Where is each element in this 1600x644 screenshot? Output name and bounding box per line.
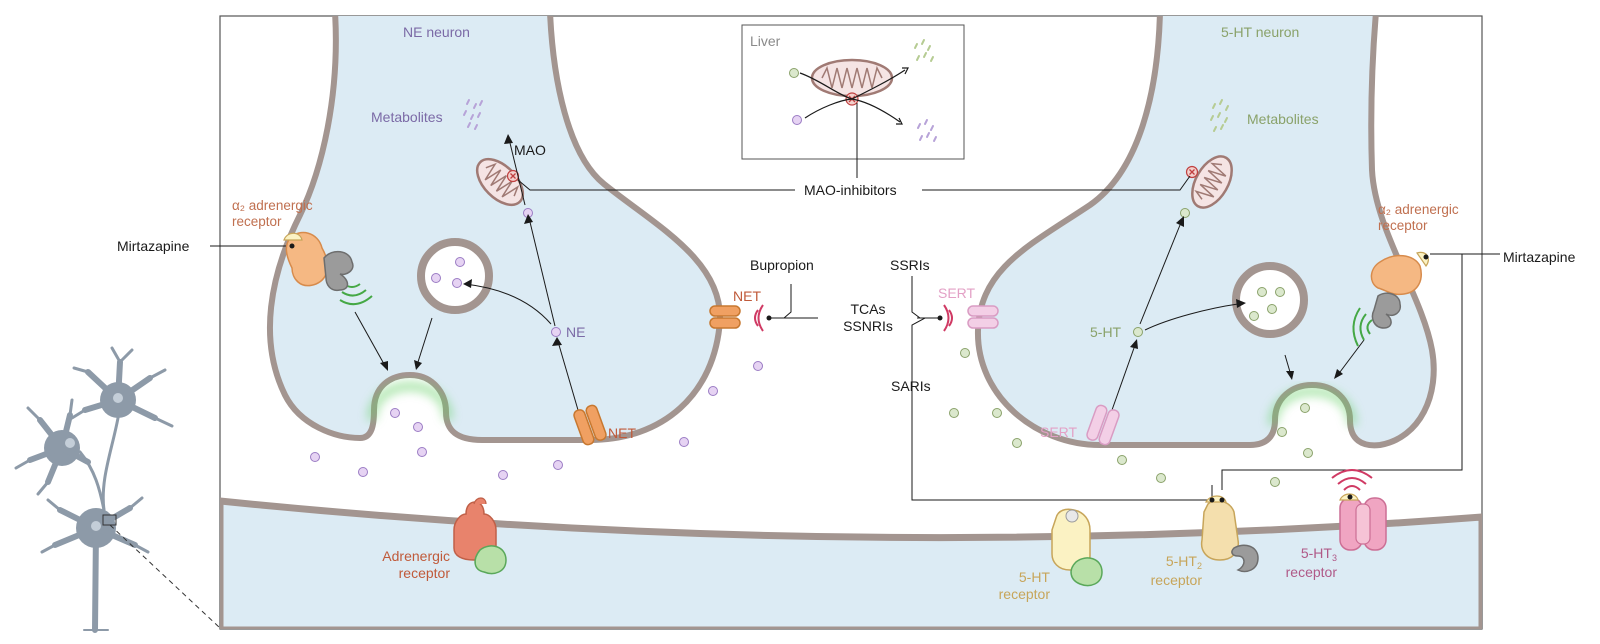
ssnris-label: SSNRIs: [843, 318, 893, 334]
zoom-line: [109, 524, 221, 629]
ht-molecules: [949, 208, 1313, 487]
liver-inset: [741, 24, 965, 160]
mirtazapine-right-label: Mirtazapine: [1503, 249, 1576, 265]
net-top-label: NET: [733, 288, 761, 304]
metabolites-ne-squiggles: [463, 99, 483, 130]
ne-neuron-label: NE neuron: [403, 24, 470, 40]
sert-transporter-top: [967, 305, 999, 329]
net-transporter-top: [709, 305, 741, 329]
alpha2-receptor-ne: [283, 231, 354, 292]
ht-receptor-label-line1: 5-HT: [1019, 569, 1051, 585]
alpha2-ht-label-line1: α₂ adrenergic: [1378, 202, 1459, 217]
alpha2-ne-label-line1: α₂ adrenergic: [232, 198, 313, 213]
sert-block-waves: [943, 304, 953, 332]
neuron-overview-illustration: [14, 346, 174, 633]
ht2-receptor-label-line2: receptor: [1151, 572, 1203, 588]
alpha2-ht-waves: [1352, 307, 1373, 347]
liver-label: Liver: [750, 33, 781, 49]
ht-neuron-label: 5-HT neuron: [1221, 24, 1299, 40]
sert-transporter-bottom: [1086, 404, 1120, 446]
ht3-receptor-label-line2: receptor: [1286, 564, 1338, 580]
mao-inhibition-mark-ne: [506, 169, 520, 183]
alpha2-ht-label-line2: receptor: [1378, 218, 1428, 233]
net-bottom-label: NET: [608, 425, 636, 441]
ht3-receptor: [1339, 493, 1387, 551]
bupropion-label: Bupropion: [750, 257, 814, 273]
sert-top-label: SERT: [938, 285, 976, 301]
alpha2-ne-label-line2: receptor: [232, 214, 282, 229]
net-block-waves: [754, 304, 764, 332]
ht2-receptor-label-line1: 5-HT2: [1166, 553, 1202, 571]
mao-inhibitors-label: MAO-inhibitors: [804, 182, 897, 198]
net-transporter-bottom: [573, 404, 607, 446]
ht-arrows: [1111, 224, 1365, 411]
ht-neuron-terminal: [974, 16, 1437, 449]
ht3-receptor-waves: [1331, 469, 1373, 491]
ne-label: NE: [566, 324, 585, 340]
mitochondrion-ht: [1191, 155, 1233, 209]
saris-label: SARIs: [891, 378, 931, 394]
mirtazapine-left-label: Mirtazapine: [117, 238, 190, 254]
tcas-label: TCAs: [851, 301, 886, 317]
metabolites-ne-label: Metabolites: [371, 109, 443, 125]
ht3-receptor-label-line1: 5-HT3: [1301, 545, 1337, 563]
release-glow-ht: [1268, 386, 1357, 426]
adrenergic-receptor-label-line1: Adrenergic: [382, 548, 450, 564]
ht-receptor-label-line2: receptor: [999, 586, 1051, 602]
ht-label: 5-HT: [1090, 324, 1122, 340]
ne-arrows: [354, 142, 579, 411]
adrenergic-receptor: [453, 497, 507, 575]
ht2-receptor: [1200, 495, 1259, 573]
metabolites-ht-squiggles: [1210, 99, 1229, 132]
ne-vesicle: [417, 238, 493, 314]
ne-neuron-terminal: [267, 16, 724, 443]
zoom-box: [102, 514, 117, 526]
metabolites-ht-label: Metabolites: [1247, 111, 1319, 127]
ssris-label: SSRIs: [890, 257, 930, 273]
ne-molecules: [310, 208, 763, 480]
ht-receptor: [1051, 508, 1103, 587]
adrenergic-receptor-label-line2: receptor: [399, 565, 451, 581]
alpha2-receptor-ht: [1370, 251, 1429, 329]
release-glow-ne: [367, 381, 453, 421]
ne-arrowheads: [380, 134, 562, 371]
ht-arrowheads: [1130, 216, 1343, 380]
ht-vesicle: [1232, 262, 1308, 338]
mao-label: MAO: [514, 142, 546, 158]
sert-bottom-label: SERT: [1040, 424, 1078, 440]
mao-inhibitor-lines: [517, 103, 1191, 191]
mao-inhibition-mark-ht: [1185, 165, 1199, 179]
